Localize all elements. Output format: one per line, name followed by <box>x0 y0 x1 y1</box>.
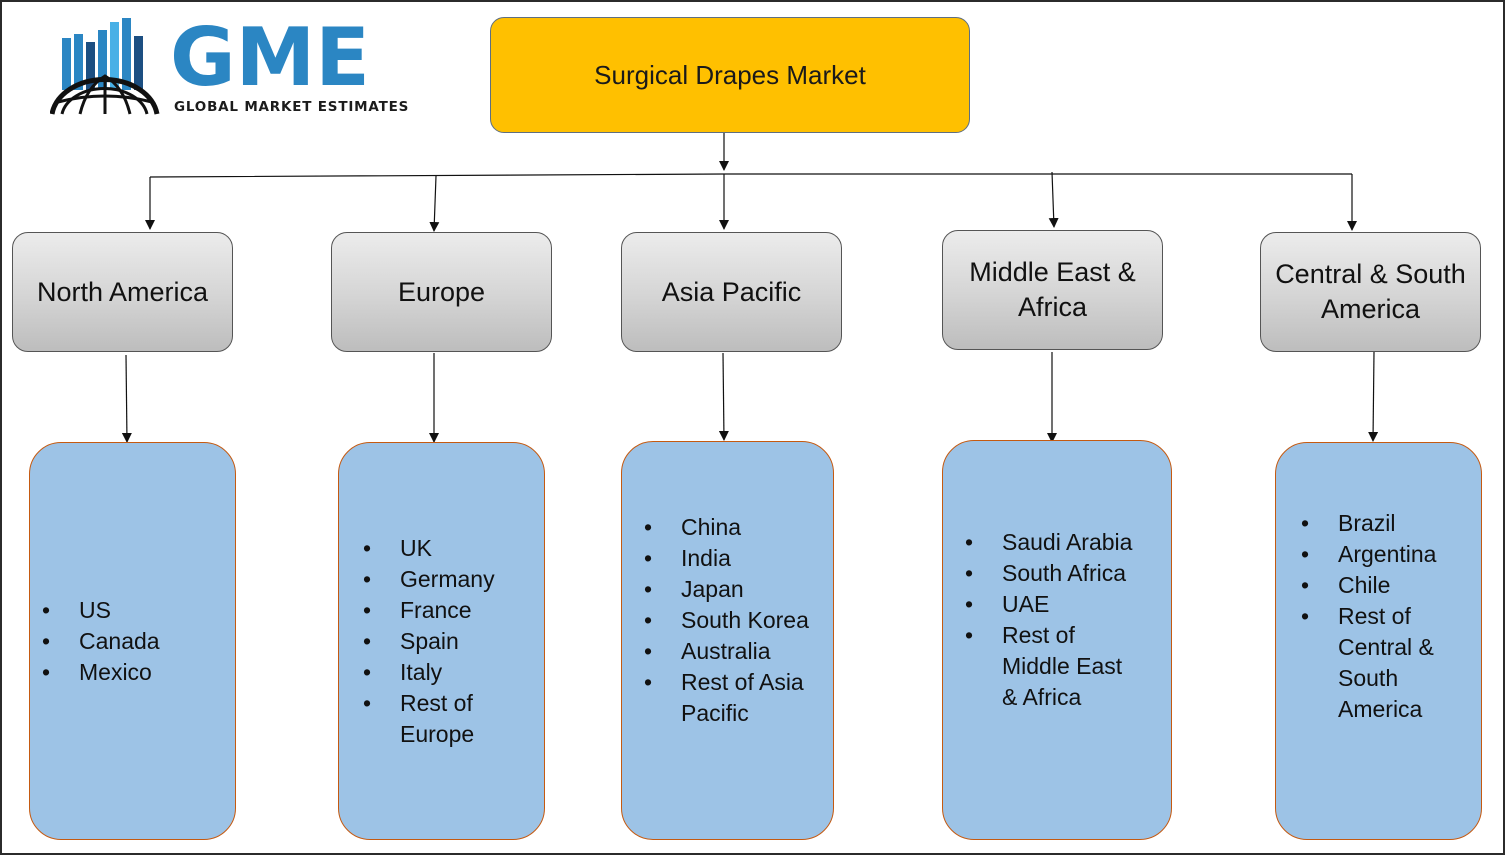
bar-chart-globe-icon <box>50 18 160 115</box>
country-item: Canada <box>30 626 210 657</box>
country-item: Saudi Arabia <box>953 527 1143 558</box>
country-list: Brazil Argentina Chile Rest of Central &… <box>1289 508 1439 725</box>
arrow-asia-pacific-countries <box>718 352 729 441</box>
country-item: Rest of Central & South America <box>1289 601 1439 725</box>
gme-logo: GME GLOBAL MARKET ESTIMATES <box>50 11 442 118</box>
country-list: China India Japan South Korea Australia … <box>632 512 827 729</box>
country-item: Rest of Middle East & Africa <box>953 620 1143 713</box>
arrow-to-europe <box>429 175 440 232</box>
region-middle-east-africa: Middle East & Africa <box>942 230 1163 350</box>
country-item: Rest of Asia Pacific <box>632 667 827 729</box>
country-item: UAE <box>953 589 1143 620</box>
country-item: Brazil <box>1289 508 1439 539</box>
region-europe: Europe <box>331 232 552 352</box>
country-item: Argentina <box>1289 539 1439 570</box>
country-item: Mexico <box>30 657 210 688</box>
country-item: Australia <box>632 636 827 667</box>
country-item: Chile <box>1289 570 1439 601</box>
country-item: South Africa <box>953 558 1143 589</box>
country-item: China <box>632 512 827 543</box>
countries-asia-pacific: China India Japan South Korea Australia … <box>621 441 834 840</box>
country-item: Italy <box>351 657 511 688</box>
countries-central-south-america: Brazil Argentina Chile Rest of Central &… <box>1275 442 1482 840</box>
country-item: Germany <box>351 564 511 595</box>
country-item: South Korea <box>632 605 827 636</box>
region-asia-pacific: Asia Pacific <box>621 232 842 352</box>
arrow-central-south-america-countries <box>1368 351 1379 442</box>
country-item: Spain <box>351 626 511 657</box>
country-item: US <box>30 595 210 626</box>
region-north-america: North America <box>12 232 233 352</box>
brand-name: GME <box>170 11 370 104</box>
country-item: India <box>632 543 827 574</box>
country-item: Rest of Europe <box>351 688 511 750</box>
country-list: US Canada Mexico <box>30 595 210 688</box>
countries-middle-east-africa: Saudi Arabia South Africa UAE Rest of Mi… <box>942 440 1172 840</box>
arrow-north-america-countries <box>121 354 132 443</box>
country-list: Saudi Arabia South Africa UAE Rest of Mi… <box>953 527 1143 713</box>
arrow-to-middle-east-africa <box>1048 171 1059 228</box>
region-central-south-america: Central & South America <box>1260 232 1481 352</box>
country-item: UK <box>351 533 511 564</box>
root-node: Surgical Drapes Market <box>490 17 970 133</box>
countries-north-america: US Canada Mexico <box>29 442 236 840</box>
country-item: France <box>351 595 511 626</box>
country-list: UK Germany France Spain Italy Rest of Eu… <box>351 533 511 750</box>
countries-europe: UK Germany France Spain Italy Rest of Eu… <box>338 442 545 840</box>
brand-tagline: GLOBAL MARKET ESTIMATES <box>174 99 410 115</box>
horizontal-connector <box>149 173 1352 178</box>
country-item: Japan <box>632 574 827 605</box>
